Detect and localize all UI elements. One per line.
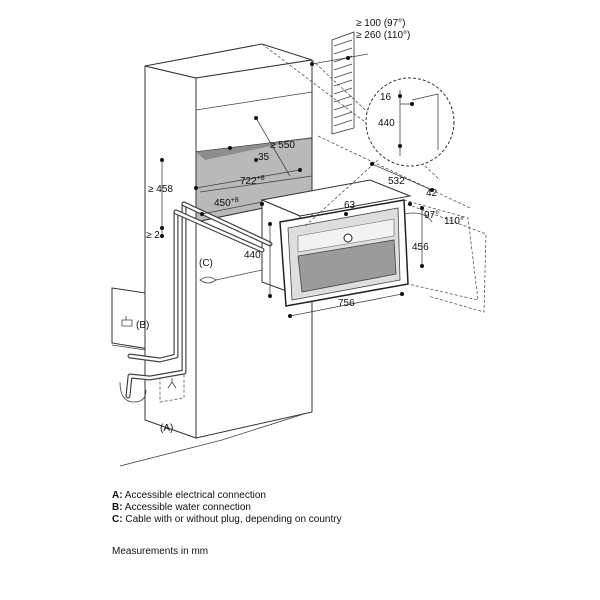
legend-item-c: C: Cable with or without plug, depending… bbox=[112, 514, 342, 526]
dot bbox=[420, 264, 424, 268]
door-110-outline bbox=[411, 205, 487, 313]
legend-key-c: C: bbox=[112, 514, 123, 525]
dot bbox=[254, 116, 258, 120]
niche-floor-line bbox=[199, 175, 313, 193]
detail-dim-440-label: 440 bbox=[378, 118, 395, 129]
dimension-lines bbox=[161, 53, 433, 317]
dot bbox=[194, 186, 198, 190]
dot bbox=[370, 162, 374, 166]
electrical-box bbox=[159, 373, 185, 403]
ventilation-grille bbox=[331, 31, 355, 135]
dim-line-top bbox=[311, 53, 369, 65]
dim-top-gap: ≥ 100 (97°) bbox=[356, 18, 406, 29]
oven bbox=[260, 179, 412, 307]
angle-arc bbox=[403, 212, 433, 223]
dot bbox=[160, 226, 164, 230]
dot bbox=[268, 294, 272, 298]
detail-circle bbox=[365, 77, 455, 167]
floor-line-right bbox=[221, 411, 311, 441]
floor-line-left bbox=[119, 439, 223, 467]
dot bbox=[200, 212, 204, 216]
dot bbox=[430, 188, 434, 192]
legend-key-a: A: bbox=[112, 490, 123, 501]
grille-slats bbox=[333, 39, 353, 127]
callouts: (C) (B) (A) bbox=[136, 258, 213, 434]
water-tap-icon bbox=[121, 316, 133, 327]
dim-42: 42 bbox=[426, 188, 438, 199]
callout-c: (C) bbox=[199, 258, 213, 269]
dot bbox=[160, 158, 164, 162]
dot bbox=[398, 144, 402, 148]
niche-top-inner bbox=[196, 138, 312, 160]
dim-top-gap2: ≥ 260 (110°) bbox=[356, 30, 410, 41]
installation-diagram: ≥ 100 (97°) ≥ 260 (110°) ≥ 550 35 722+8 … bbox=[111, 18, 487, 467]
dot bbox=[254, 158, 258, 162]
dim-456: 456 bbox=[412, 242, 429, 253]
detail-leader bbox=[304, 159, 379, 227]
electrical-plug-icon bbox=[167, 378, 177, 389]
callout-a: (A) bbox=[160, 423, 173, 434]
dim-97-angle: 97° bbox=[424, 210, 439, 221]
power-cable bbox=[215, 269, 263, 281]
dim-722: 722+8 bbox=[240, 175, 265, 187]
dim-110-angle: 110° bbox=[444, 216, 464, 227]
dot bbox=[410, 102, 414, 106]
dim-63: 63 bbox=[344, 200, 356, 211]
dim-2: ≥ 2 bbox=[146, 230, 160, 241]
dot bbox=[344, 212, 348, 216]
dimension-labels: ≥ 100 (97°) ≥ 260 (110°) ≥ 550 35 722+8 … bbox=[146, 18, 464, 309]
dot bbox=[298, 168, 302, 172]
dim-532: 532 bbox=[388, 176, 405, 187]
cabinet-shelf-line bbox=[195, 91, 313, 111]
dim-line-450 bbox=[201, 201, 263, 215]
dim-line-722 bbox=[195, 169, 301, 189]
dot bbox=[310, 62, 314, 66]
detail-dim-16-label: 16 bbox=[380, 92, 392, 103]
clearance-line-3 bbox=[317, 135, 471, 209]
legend-item-b: B: Accessible water connection bbox=[112, 502, 251, 514]
detail-wall bbox=[411, 93, 439, 150]
legend-text-a: Accessible electrical connection bbox=[124, 490, 266, 501]
dot bbox=[288, 314, 292, 318]
callout-b: (B) bbox=[136, 320, 149, 331]
door-open-outline bbox=[403, 199, 487, 313]
legend-item-a: A: Accessible electrical connection bbox=[112, 490, 266, 502]
dim-line-550 bbox=[255, 117, 291, 177]
dim-550: ≥ 550 bbox=[270, 140, 295, 151]
floor bbox=[119, 411, 311, 467]
dot bbox=[408, 202, 412, 206]
oven-window bbox=[297, 239, 397, 293]
dim-450: 450+8 bbox=[214, 197, 239, 209]
dimension-dots bbox=[160, 56, 434, 318]
oven-knob-icon bbox=[343, 233, 353, 243]
dot bbox=[346, 56, 350, 60]
dim-440: 440 bbox=[244, 250, 261, 261]
units-note: Measurements in mm bbox=[112, 546, 209, 557]
legend-key-b: B: bbox=[112, 502, 123, 513]
dim-line-756 bbox=[289, 293, 403, 317]
dim-756: 756 bbox=[338, 298, 355, 309]
dot bbox=[228, 146, 232, 150]
dot bbox=[398, 94, 402, 98]
dim-458: ≥ 458 bbox=[148, 184, 173, 195]
water-hoses bbox=[119, 201, 273, 403]
dot bbox=[400, 292, 404, 296]
door-97-outline bbox=[403, 199, 479, 301]
dot bbox=[160, 234, 164, 238]
legend-text-c: Cable with or without plug, depending on… bbox=[125, 514, 342, 525]
legend-text-b: Accessible water connection bbox=[124, 502, 251, 513]
dot bbox=[420, 206, 424, 210]
dim-35: 35 bbox=[258, 152, 270, 163]
drain-siphon bbox=[119, 381, 147, 403]
dot bbox=[268, 222, 272, 226]
dot bbox=[260, 202, 264, 206]
detail-inset bbox=[304, 77, 455, 227]
dim-line-532 bbox=[371, 163, 433, 191]
